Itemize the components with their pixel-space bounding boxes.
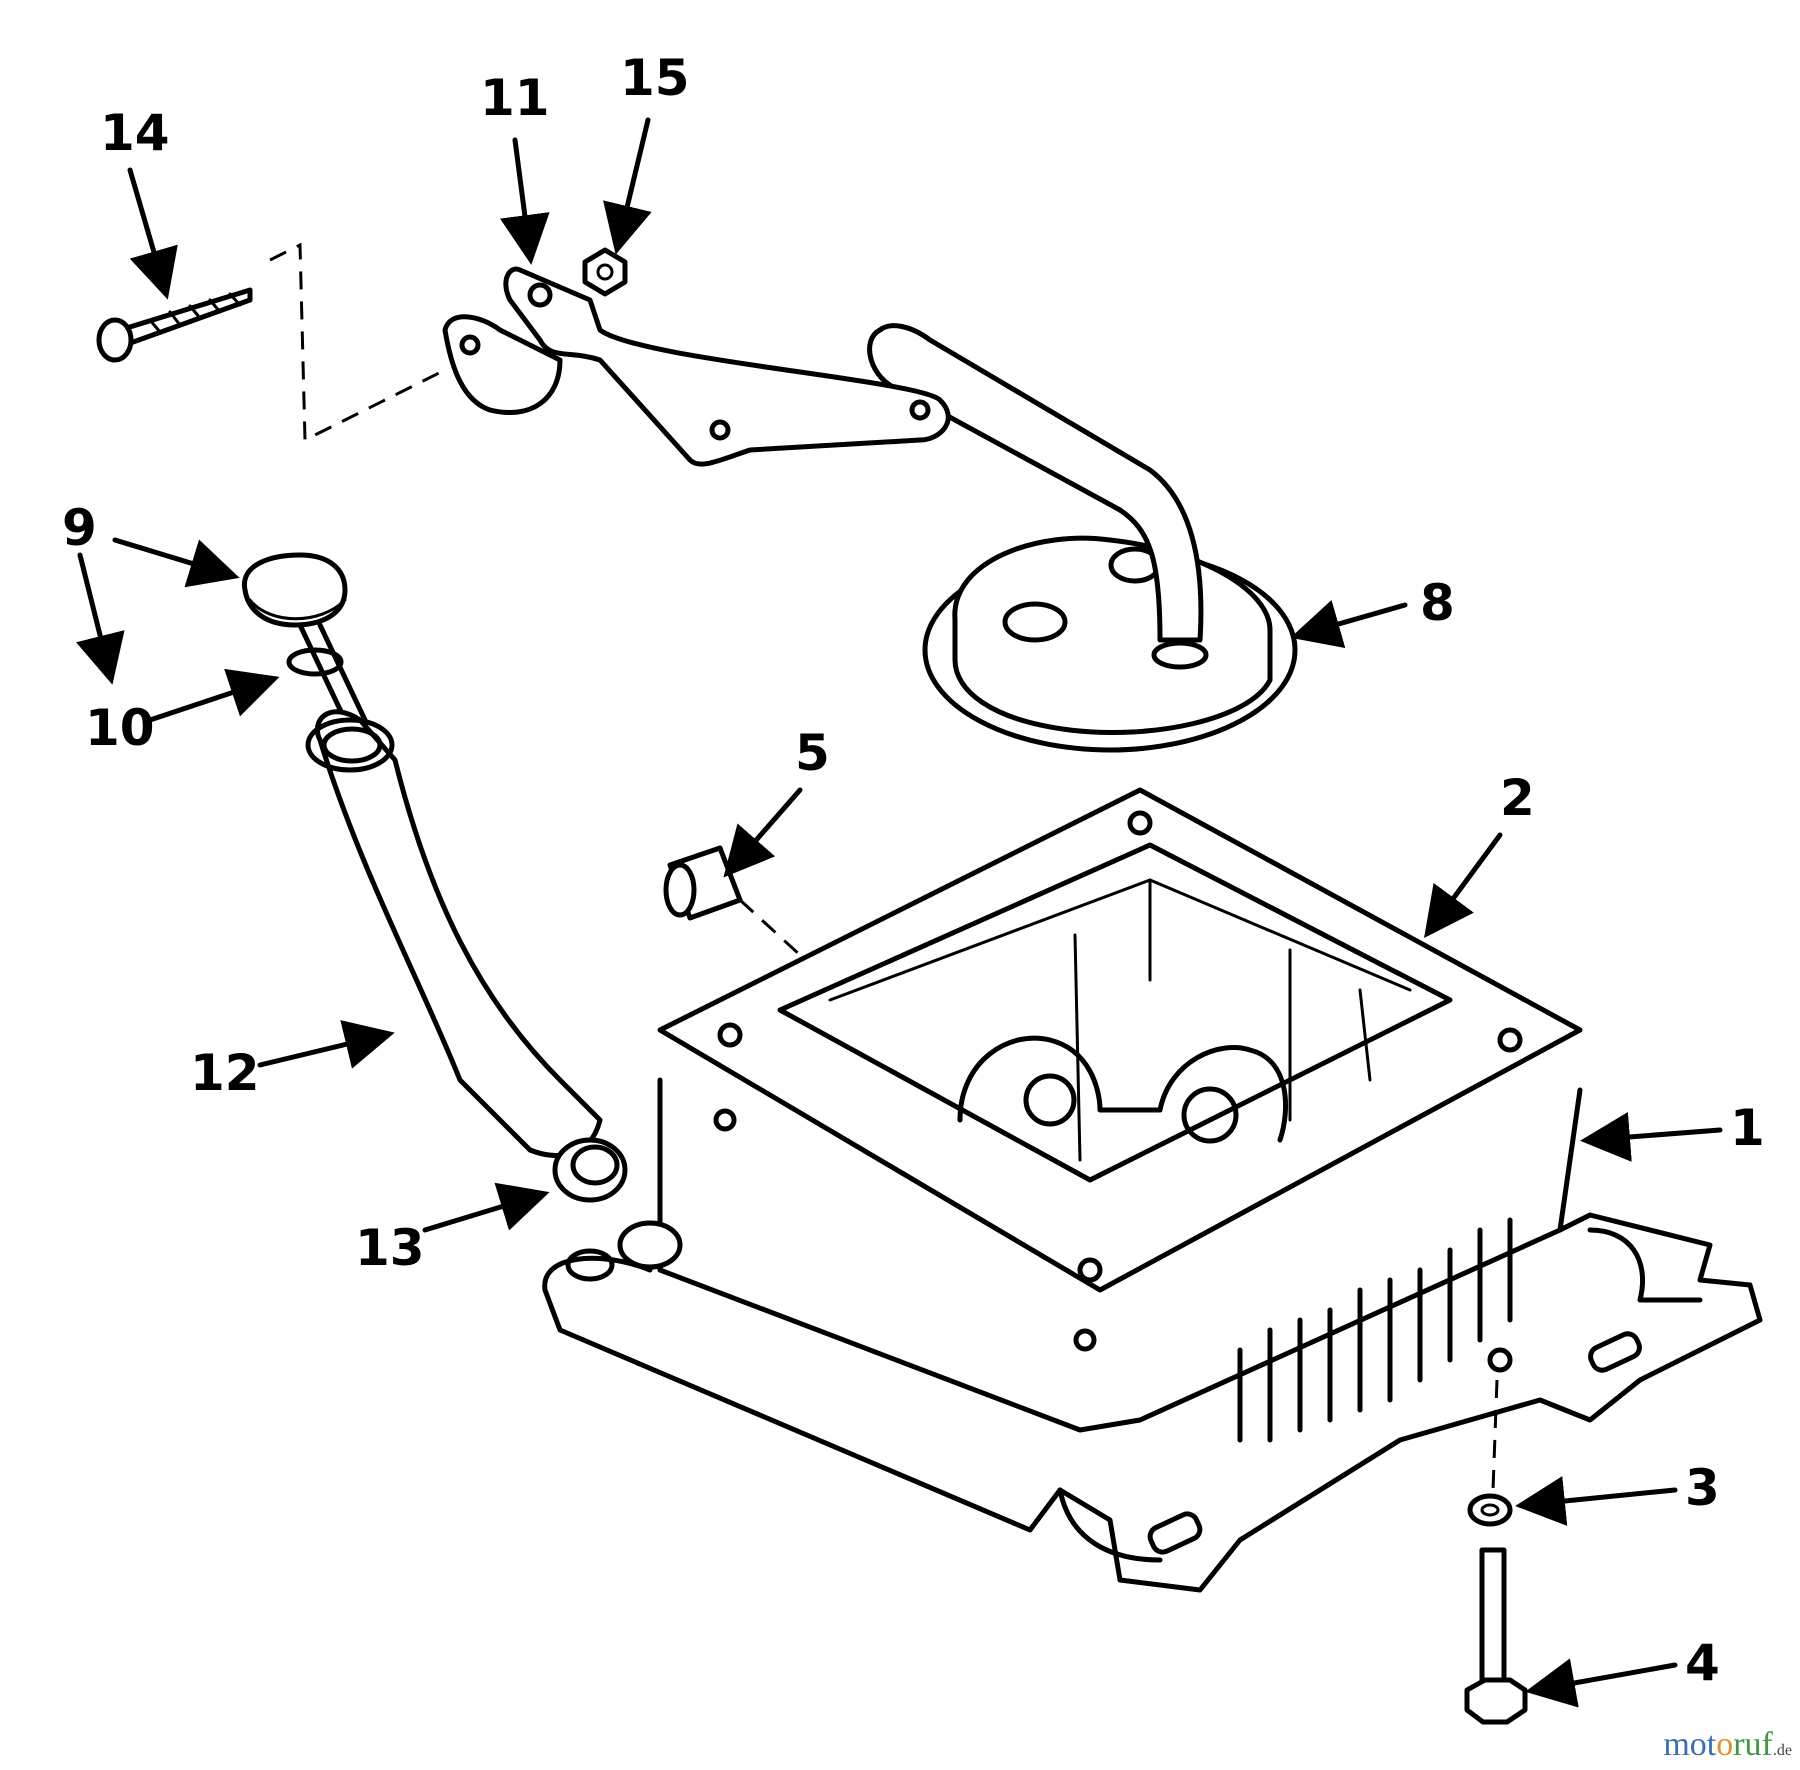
- svg-text:8: 8: [1420, 574, 1455, 632]
- svg-text:5: 5: [795, 724, 830, 782]
- nut: [582, 247, 628, 297]
- svg-text:12: 12: [190, 1044, 260, 1102]
- oil-pickup-screen: [867, 323, 1298, 753]
- callout-2: 2: [1424, 769, 1535, 939]
- svg-text:2: 2: [1500, 769, 1535, 827]
- sump-housing: [542, 787, 1763, 1593]
- callout-13: 13: [355, 1182, 550, 1277]
- callout-15: 15: [603, 49, 690, 255]
- svg-text:10: 10: [85, 699, 155, 757]
- washer: [1467, 1493, 1513, 1527]
- callout-8: 8: [1290, 574, 1455, 649]
- svg-text:14: 14: [100, 104, 170, 162]
- assembly-line-plug: [738, 898, 802, 957]
- screw: [96, 287, 253, 363]
- callout-9: 9: [62, 499, 240, 685]
- bolt: [1464, 1547, 1528, 1725]
- assembly-line-screw: [269, 242, 446, 443]
- callout-5: 5: [723, 724, 830, 878]
- dipstick-assembly: [242, 552, 628, 1203]
- callout-14: 14: [100, 104, 178, 300]
- watermark-logo: motoruf.de: [1663, 1726, 1792, 1763]
- svg-text:3: 3: [1685, 1459, 1720, 1517]
- bracket: [442, 266, 951, 467]
- callout-3: 3: [1515, 1459, 1720, 1526]
- svg-text:11: 11: [480, 69, 550, 127]
- callout-11: 11: [480, 69, 550, 265]
- callout-1: 1: [1580, 1099, 1765, 1162]
- assembly-line-bolt: [1491, 1379, 1499, 1491]
- svg-text:15: 15: [620, 49, 690, 107]
- callout-12: 12: [190, 1020, 395, 1102]
- callout-10: 10: [85, 668, 280, 757]
- svg-text:13: 13: [355, 1219, 425, 1277]
- svg-text:4: 4: [1685, 1634, 1720, 1692]
- svg-text:1: 1: [1730, 1099, 1765, 1157]
- svg-text:9: 9: [62, 499, 97, 557]
- plug: [663, 845, 743, 921]
- callout-4: 4: [1525, 1634, 1720, 1708]
